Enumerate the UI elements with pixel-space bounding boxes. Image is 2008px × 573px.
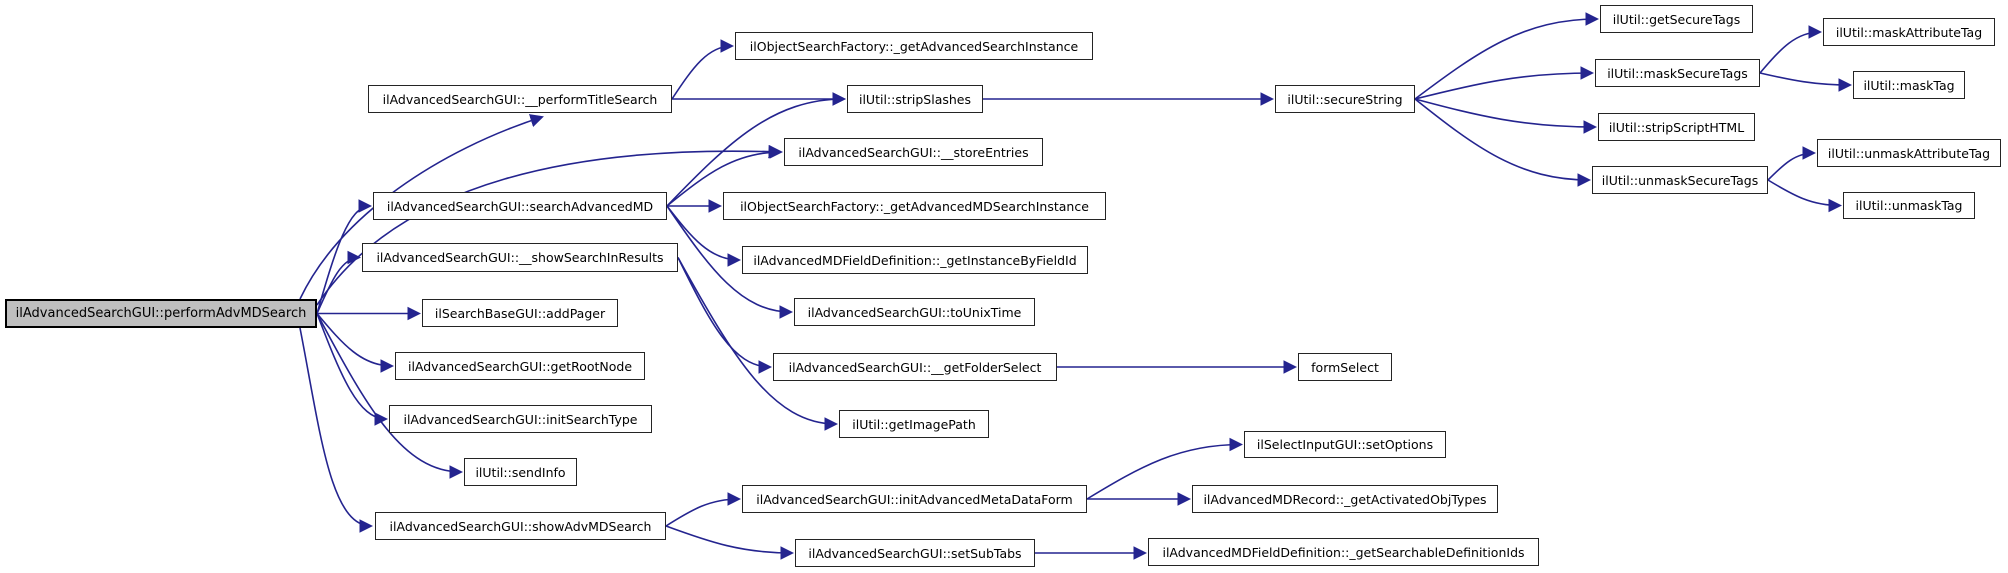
graph-node-getInstanceByFieldId[interactable]: ilAdvancedMDFieldDefinition::_getInstanc… [742,246,1088,274]
graph-node-storeEntries[interactable]: ilAdvancedSearchGUI::__storeEntries [784,138,1043,166]
call-edge-performAdvMDSearch-to-searchAdvancedMD [316,199,373,314]
graph-node-secureString[interactable]: ilUtil::secureString [1275,85,1415,113]
call-edge-performAdvMDSearch-to-showSearchInResults [316,250,362,314]
graph-node-unmaskSecureTags[interactable]: ilUtil::unmaskSecureTags [1592,166,1768,194]
graph-node-getImagePath[interactable]: ilUtil::getImagePath [839,410,989,438]
graph-node-stripSlashes[interactable]: ilUtil::stripSlashes [847,85,983,113]
call-edge-performAdvMDSearch-to-initSearchType [316,313,389,426]
call-edge-performTitleSearch-to-getAdvancedSearchInstance [671,39,735,100]
graph-node-formSelect[interactable]: formSelect [1298,353,1392,381]
call-edge-performAdvMDSearch-to-getRootNode [316,312,395,373]
graph-node-getActivatedObjTypes[interactable]: ilAdvancedMDRecord::_getActivatedObjType… [1192,485,1498,513]
call-edge-initAdvancedMetaDataForm-to-setOptions [1086,437,1244,500]
graph-node-getRootNode[interactable]: ilAdvancedSearchGUI::getRootNode [395,352,645,380]
graph-node-getAdvancedSearchInstance[interactable]: ilObjectSearchFactory::_getAdvancedSearc… [735,32,1093,60]
call-edge-unmaskSecureTags-to-unmaskTag [1767,179,1843,213]
graph-node-showSearchInResults[interactable]: ilAdvancedSearchGUI::__showSearchInResul… [362,243,678,272]
graph-node-showAdvMDSearch[interactable]: ilAdvancedSearchGUI::showAdvMDSearch [375,512,666,540]
graph-node-performAdvMDSearch: ilAdvancedSearchGUI::performAdvMDSearch [5,299,317,328]
graph-node-getSearchableDefinitionIds[interactable]: ilAdvancedMDFieldDefinition::_getSearcha… [1148,538,1539,566]
call-edge-searchAdvancedMD-to-toUnixTime [666,205,794,319]
graph-node-getSecureTags[interactable]: ilUtil::getSecureTags [1600,5,1753,33]
graph-node-initSearchType[interactable]: ilAdvancedSearchGUI::initSearchType [389,405,652,433]
graph-node-setSubTabs[interactable]: ilAdvancedSearchGUI::setSubTabs [795,539,1035,567]
graph-node-addPager[interactable]: ilSearchBaseGUI::addPager [422,299,618,327]
graph-node-maskSecureTags[interactable]: ilUtil::maskSecureTags [1595,59,1760,87]
graph-node-maskAttributeTag[interactable]: ilUtil::maskAttributeTag [1823,18,1995,46]
call-edge-maskSecureTags-to-maskTag [1759,72,1853,92]
graph-node-setOptions[interactable]: ilSelectInputGUI::setOptions [1244,431,1446,458]
call-edge-secureString-to-stripScriptHTML [1414,98,1598,134]
call-edge-searchAdvancedMD-to-storeEntries [666,145,784,207]
graph-node-maskTag[interactable]: ilUtil::maskTag [1853,71,1965,99]
graph-node-toUnixTime[interactable]: ilAdvancedSearchGUI::toUnixTime [794,298,1035,326]
graph-node-unmaskTag[interactable]: ilUtil::unmaskTag [1843,192,1975,219]
call-edge-showSearchInResults-to-getImagePath [677,257,839,431]
call-edge-secureString-to-maskSecureTags [1414,66,1595,100]
call-edge-performAdvMDSearch-to-performTitleSearch [299,114,544,300]
graph-node-stripScriptHTML[interactable]: ilUtil::stripScriptHTML [1598,113,1755,141]
call-edge-showAdvMDSearch-to-setSubTabs [665,525,795,560]
graph-node-initAdvancedMetaDataForm[interactable]: ilAdvancedSearchGUI::initAdvancedMetaDat… [742,485,1087,513]
call-edge-secureString-to-unmaskSecureTags [1414,98,1592,187]
call-edge-showAdvMDSearch-to-initAdvancedMetaDataForm [665,492,742,527]
graph-node-getFolderSelect[interactable]: ilAdvancedSearchGUI::__getFolderSelect [773,353,1057,381]
call-edge-searchAdvancedMD-to-stripSlashes [666,92,847,207]
graph-node-searchAdvancedMD[interactable]: ilAdvancedSearchGUI::searchAdvancedMD [373,192,667,220]
graph-node-getAdvancedMDSearchInstance[interactable]: ilObjectSearchFactory::_getAdvancedMDSea… [723,192,1106,220]
call-edge-performAdvMDSearch-to-showAdvMDSearch [299,327,374,533]
call-edge-unmaskSecureTags-to-unmaskAttributeTag [1767,146,1817,181]
graph-node-performTitleSearch[interactable]: ilAdvancedSearchGUI::__performTitleSearc… [368,85,672,113]
call-edge-performAdvMDSearch-to-sendInfo [316,313,464,479]
graph-node-sendInfo[interactable]: ilUtil::sendInfo [464,458,577,486]
call-edge-showSearchInResults-to-getFolderSelect [677,257,773,374]
call-edge-secureString-to-getSecureTags [1414,12,1600,100]
graph-node-unmaskAttributeTag[interactable]: ilUtil::unmaskAttributeTag [1817,139,2001,167]
call-edge-maskSecureTags-to-maskAttributeTag [1759,25,1823,74]
